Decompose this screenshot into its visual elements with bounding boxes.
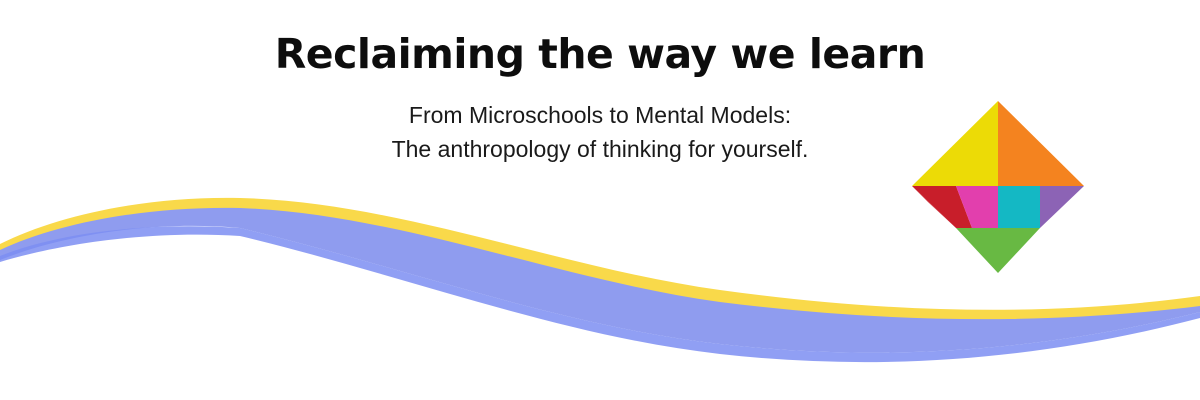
- tangram-piece-green: [956, 228, 1040, 273]
- wave-yellow-band: [0, 197, 1200, 326]
- tangram-icon: [912, 101, 1084, 273]
- subtitle: From Microschools to Mental Models: The …: [0, 98, 1200, 166]
- subtitle-line-2: The anthropology of thinking for yoursel…: [391, 136, 809, 162]
- tangram-piece-teal: [998, 186, 1040, 228]
- tangram-piece-pink: [956, 186, 998, 228]
- tangram-piece-yellow: [912, 101, 998, 186]
- wave-blue-band: [0, 207, 1200, 353]
- tangram-piece-red-lower: [912, 186, 956, 228]
- tangram-piece-purple: [1040, 186, 1084, 228]
- tangram-piece-red: [912, 186, 972, 228]
- subtitle-line-1: From Microschools to Mental Models:: [408, 102, 792, 128]
- tangram-piece-orange: [998, 101, 1084, 186]
- page-title: Reclaiming the way we learn: [274, 30, 926, 78]
